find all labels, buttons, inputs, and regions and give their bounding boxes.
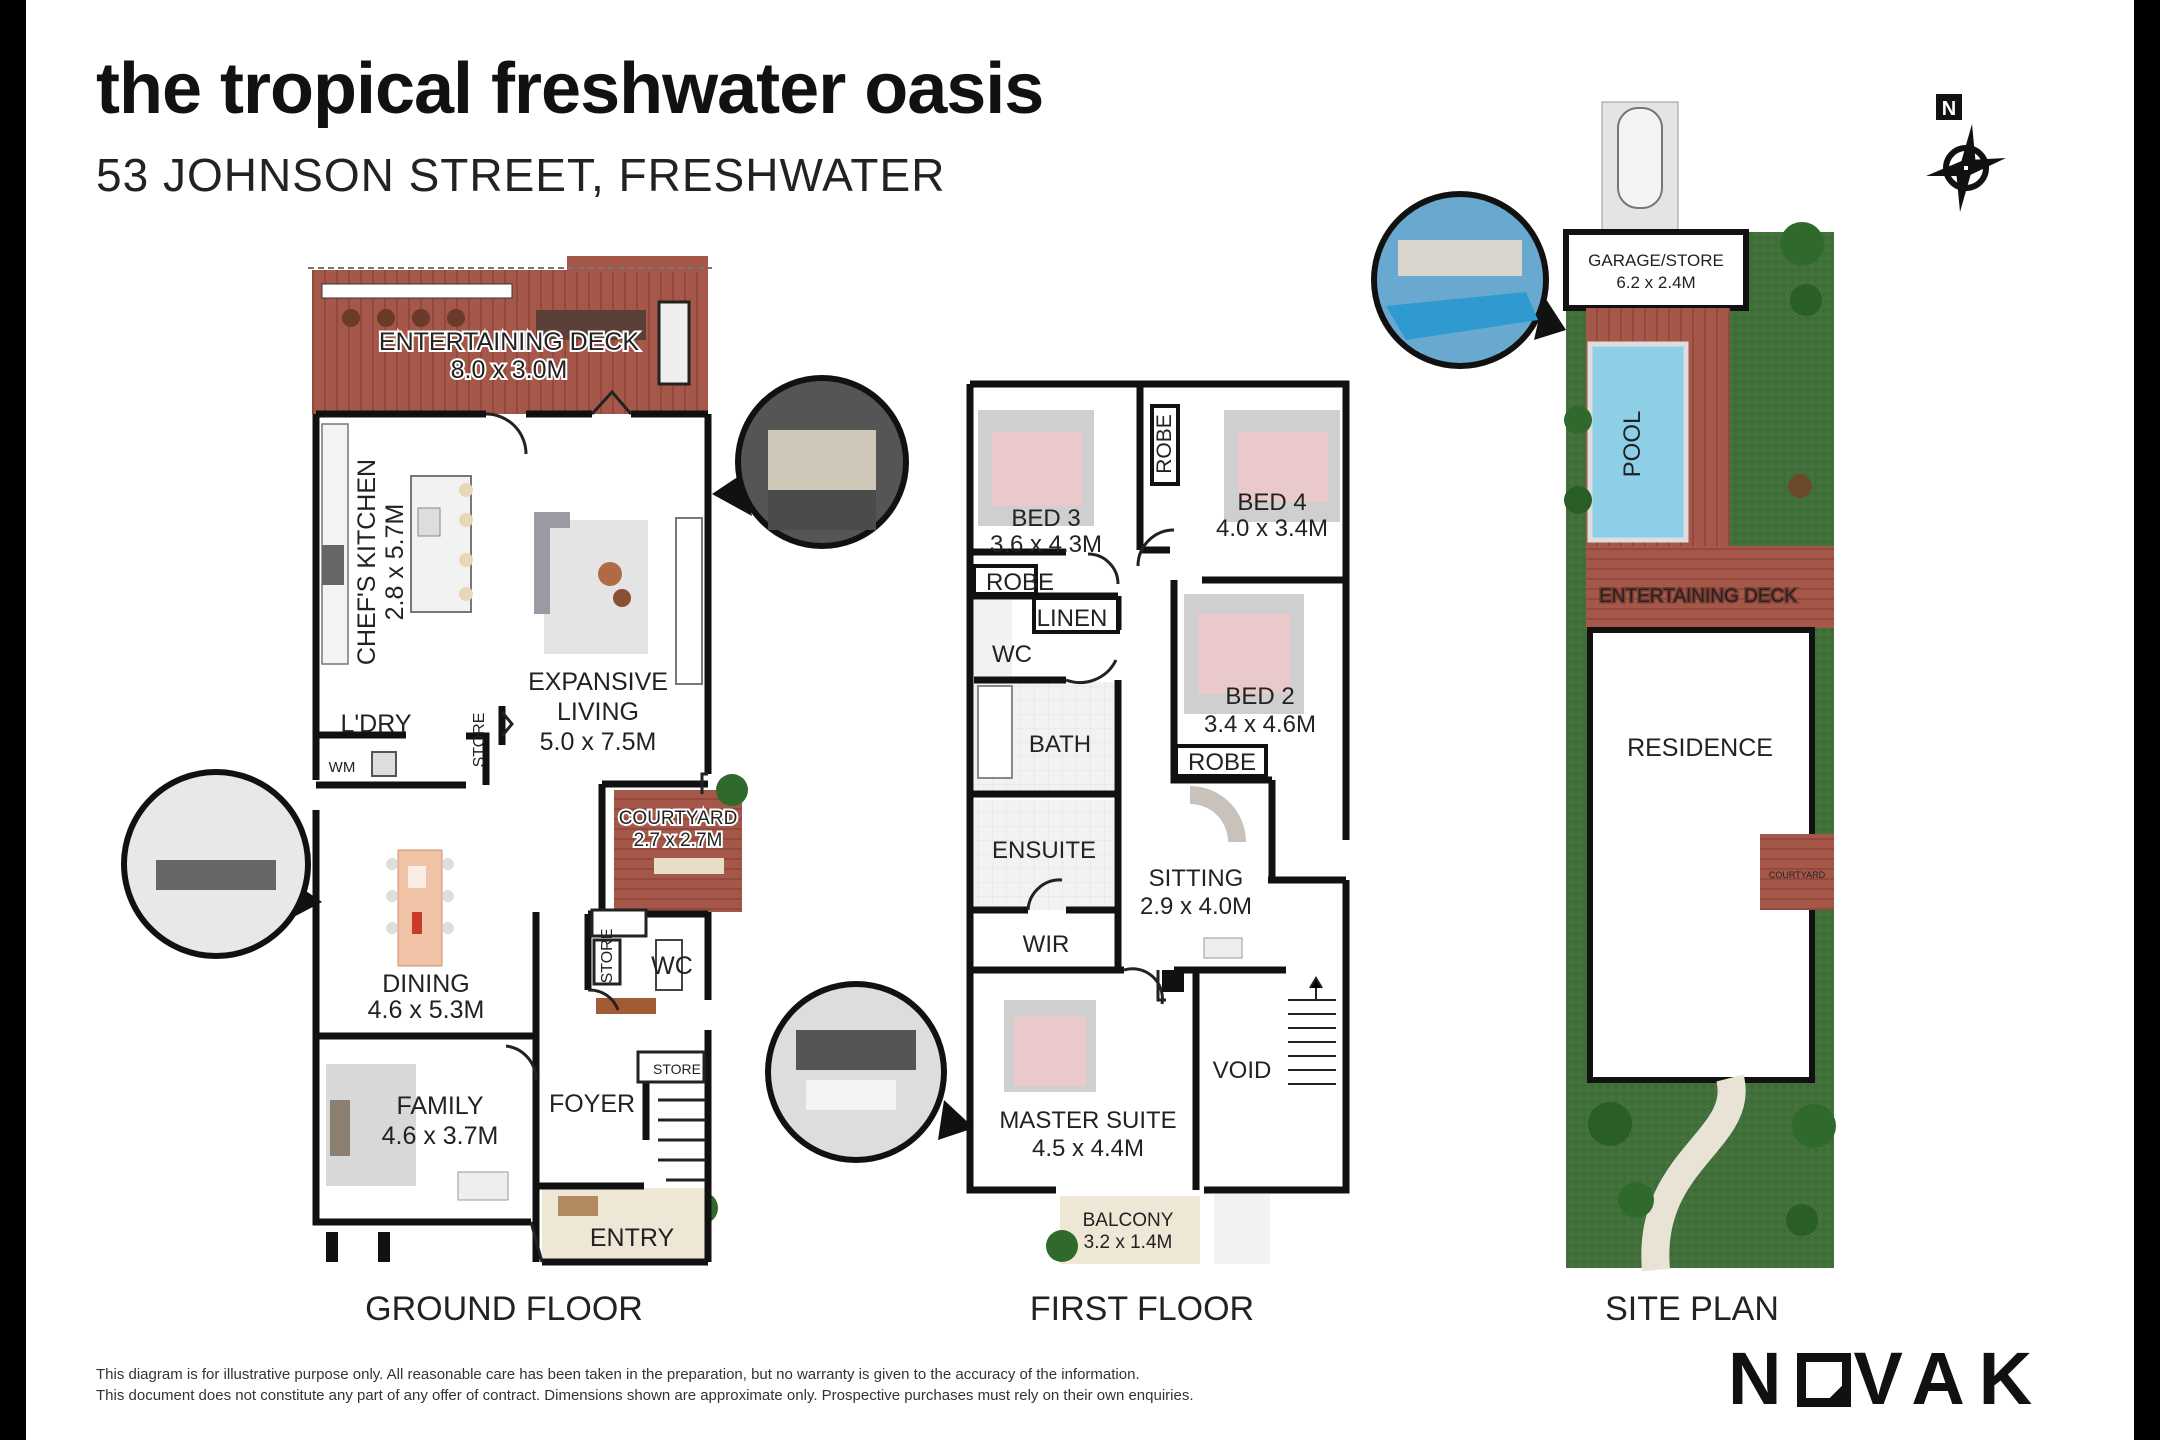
bed3-robe-label: ROBE [986,569,1054,596]
garage-name: GARAGE/STORE [1588,251,1724,270]
ground-wc-label: WC [651,952,693,980]
disclaimer-line-2: This document does not constitute any pa… [96,1387,1194,1404]
sitting-sofa-icon [1190,786,1246,842]
bed2-size: 3.4 x 4.6M [1204,711,1316,738]
property-address: 53 JOHNSON STREET, FRESHWATER [96,149,946,201]
brand-right: VAK [1853,1337,2047,1420]
living-name-line1: EXPANSIVE [528,668,668,696]
plant-icon [716,774,748,806]
ground-courtyard-name: COURTYARD [619,808,738,829]
ground-store2-label: STORE [599,929,616,984]
living-name-line2: LIVING [557,698,639,726]
bed3-size: 3.6 x 4.3M [990,531,1102,558]
ground-floor-plan: ENTERTAINING DECK 8.0 x 3.0M CHEF'S KITC… [121,256,909,1266]
family-size: 4.6 x 3.7M [382,1122,499,1150]
foyer-store-label: STORE [653,1061,701,1077]
ground-courtyard-size: 2.7 x 2.7M [634,830,723,851]
pool-label: POOL [1619,411,1646,478]
bed4-robe-label: ROBE [1153,414,1176,474]
living-rug [544,520,648,654]
bed4-size: 4.0 x 3.4M [1216,515,1328,542]
bbq-icon [657,300,691,386]
sitting-size: 2.9 x 4.0M [1140,893,1252,920]
entry-label: ENTRY [590,1224,675,1252]
garden-path [1641,1074,1746,1272]
garage-size: 6.2 x 2.4M [1616,273,1695,292]
laundry-label: L'DRY [340,710,411,738]
sitting-name: SITTING [1149,865,1244,892]
bath-label: BATH [1029,731,1091,758]
bed2-robe-label: ROBE [1188,749,1256,776]
floor-plan-sheet: the tropical freshwater oasis 53 JOHNSON… [26,0,2134,1440]
ground-store-label: STORE [471,713,488,768]
kitchen-size: 2.8 x 5.7M [381,504,409,621]
sofa-icon [534,512,570,614]
kitchen-sink-icon [417,507,441,537]
family-name: FAMILY [396,1092,483,1120]
first-walls [966,380,1350,1194]
ground-courtyard [614,790,742,912]
disclaimer-line-1: This diagram is for illustrative purpose… [96,1366,1140,1383]
compass-north-label: N [1942,98,1956,120]
ground-deck-name: ENTERTAINING DECK [379,328,640,356]
ensuite-label: ENSUITE [992,837,1096,864]
novak-logo: N VAK [1728,1336,2046,1421]
bed3-name: BED 3 [1011,505,1080,532]
car-icon [1617,107,1663,209]
site-plan-label: SITE PLAN [1605,1290,1779,1328]
master-size: 4.5 x 4.4M [1032,1135,1144,1162]
master-photo-callout [765,981,947,1163]
residence-label: RESIDENCE [1627,734,1773,762]
brand-left: N [1728,1337,1796,1420]
brand-o-mark [1797,1353,1852,1407]
dining-name: DINING [382,970,470,998]
kitchen-name: CHEF'S KITCHEN [353,459,381,665]
floor-plan-drawing: ENTERTAINING DECK 8.0 x 3.0M CHEF'S KITC… [121,94,2006,1328]
ground-deck-size: 8.0 x 3.0M [451,356,568,384]
balcony-name: BALCONY [1083,1210,1174,1231]
site-plan: GARAGE/STORE 6.2 x 2.4M POOL ENTERTAININ… [1371,94,2006,1272]
first-wc-label: WC [992,641,1032,668]
site-courtyard-label: COURTYARD [1769,870,1826,880]
bed4-name: BED 4 [1237,489,1306,516]
plant-icon [1046,1230,1078,1262]
ground-floor-label: GROUND FLOOR [365,1290,643,1328]
foyer-label: FOYER [549,1090,635,1118]
bed2-name: BED 2 [1225,683,1294,710]
cooktop-icon [322,545,344,585]
first-floor-label: FIRST FLOOR [1030,1290,1254,1328]
site-pool [1587,341,1689,543]
washing-machine-label: WM [329,759,356,776]
first-floor-plan: BED 3 3.6 x 4.3M BED 4 4.0 x 3.4M ROBE R… [765,380,1350,1264]
dining-size: 4.6 x 5.3M [368,996,485,1024]
void-label: VOID [1213,1057,1272,1084]
living-size: 5.0 x 7.5M [540,728,657,756]
wir-label: WIR [1023,931,1070,958]
balcony-size: 3.2 x 1.4M [1084,1232,1173,1253]
page-title: the tropical freshwater oasis [96,49,1044,129]
site-deck-label: ENTERTAINING DECK [1599,586,1797,607]
linen-label: LINEN [1037,605,1108,632]
master-name: MASTER SUITE [999,1107,1176,1134]
pool-photo-callout [1371,191,1549,369]
north-compass-icon: N [1926,94,2006,212]
bathtub-icon [977,685,1013,779]
